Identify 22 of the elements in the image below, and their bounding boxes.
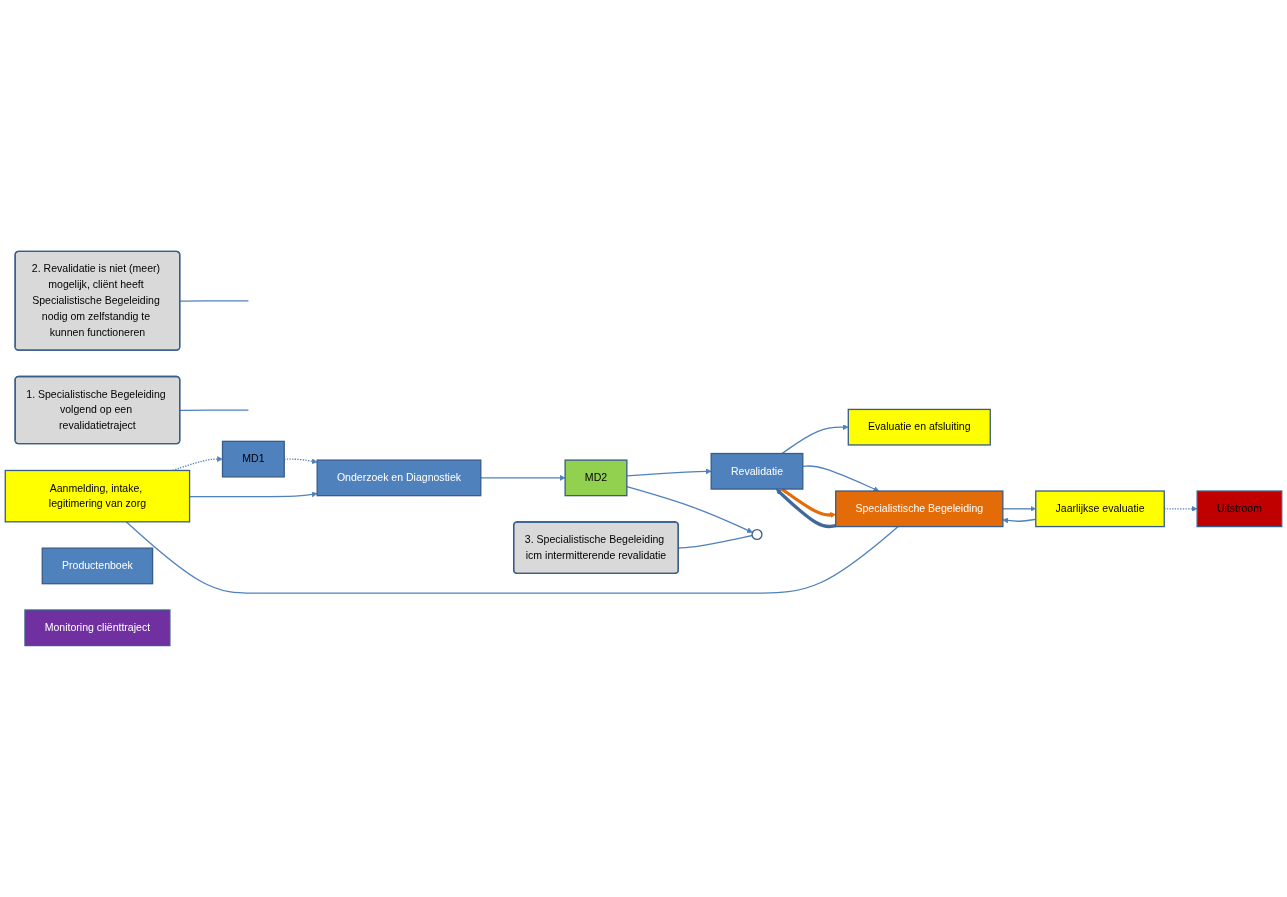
node-box (24, 609, 171, 647)
node-box (1196, 490, 1283, 528)
node-box (221, 440, 285, 478)
node-circle (751, 528, 763, 541)
arrow (781, 424, 849, 455)
arrow (626, 468, 712, 477)
node-box (710, 452, 804, 490)
node-box (564, 459, 628, 497)
node-box (316, 459, 482, 497)
node-box (847, 408, 991, 446)
arrow (802, 465, 880, 492)
node-box (4, 469, 191, 523)
connector (179, 409, 250, 412)
arrow (626, 486, 753, 533)
connector (125, 521, 899, 594)
arrow (172, 456, 223, 472)
arrow (775, 488, 837, 529)
node-box (41, 547, 154, 585)
node-box (1035, 490, 1165, 528)
node-box (835, 490, 1004, 528)
connector (179, 300, 250, 302)
arrow (480, 475, 566, 481)
